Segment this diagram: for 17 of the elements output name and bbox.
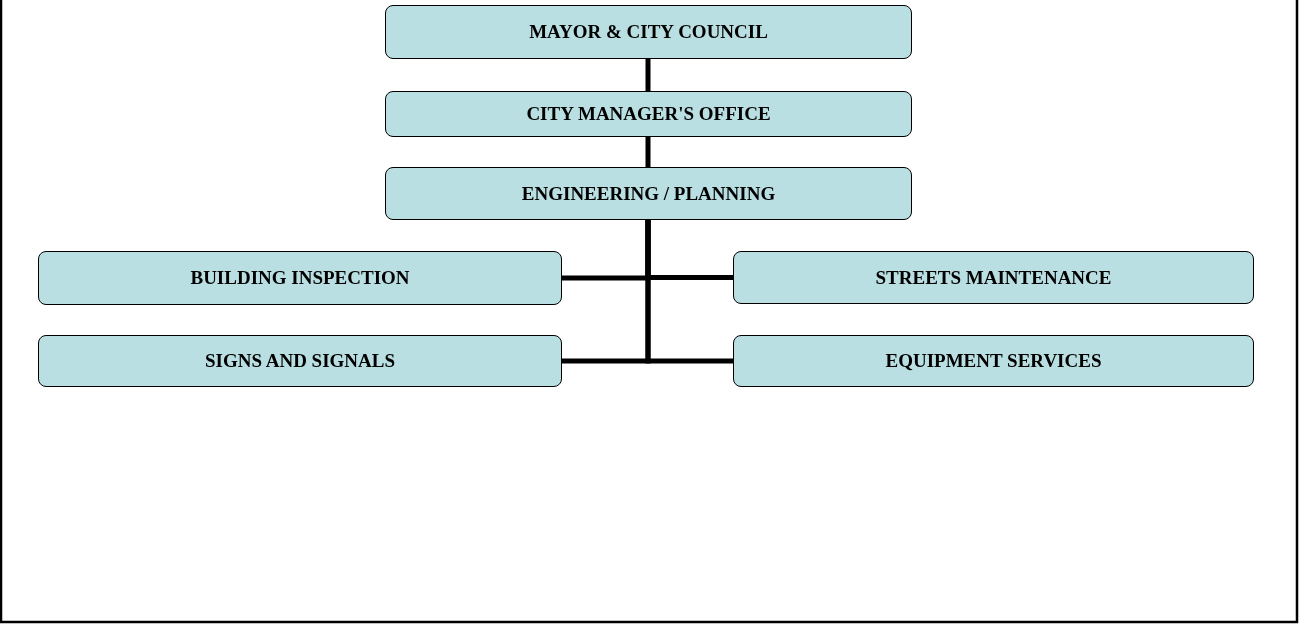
box-label: ENGINEERING / PLANNING [521,182,776,205]
connector-line [645,59,651,91]
org-box [385,5,912,59]
org-box [38,251,562,305]
box-label: EQUIPMENT SERVICES [885,350,1102,372]
org-box [38,335,562,387]
org-box [385,91,912,137]
box-label: CITY MANAGER'S OFFICE [526,103,771,125]
box-label: SIGNS AND SIGNALS [204,350,396,372]
box-label: BUILDING INSPECTION [190,267,410,289]
box-label: MAYOR & CITY COUNCIL [529,21,768,43]
box-label: STREETS MAINTENANCE [875,266,1112,289]
org-box [385,167,912,220]
org-box [733,335,1254,387]
org-box [733,251,1254,304]
connector-line [645,137,651,167]
connector-line [645,220,733,364]
